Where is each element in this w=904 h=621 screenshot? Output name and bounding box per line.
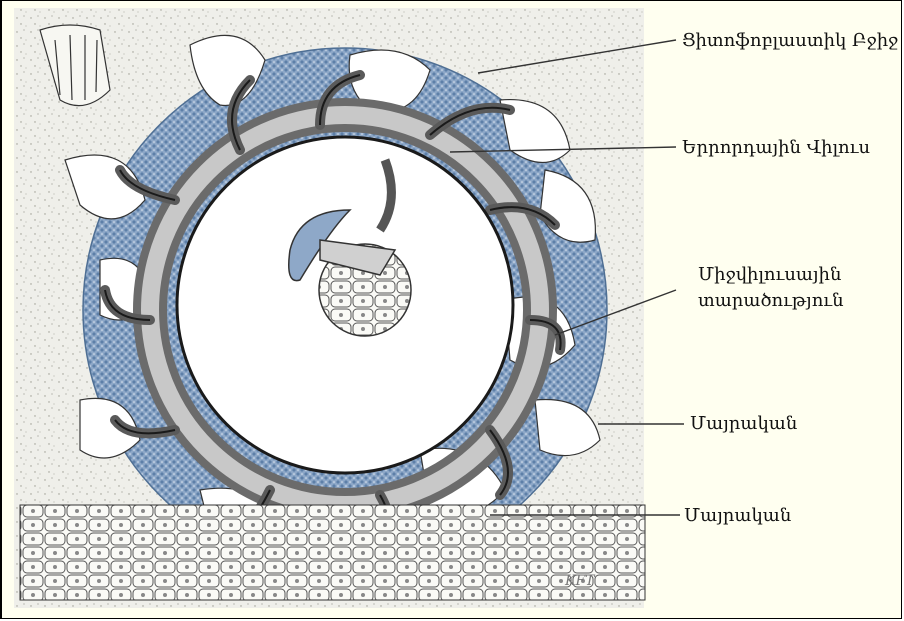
label-maternal-1: Մայրական — [690, 413, 797, 435]
endometrial-epithelium — [20, 505, 645, 600]
label-tertiary-villus: Երրորդային Վիլուս — [682, 137, 870, 159]
label-intervillous-1: Միջվիլուսային — [698, 264, 841, 286]
artist-signature: KFT — [564, 573, 596, 589]
label-intervillous-2: տարածություն — [698, 290, 844, 312]
label-maternal-2: Մայրական — [684, 505, 791, 527]
label-cytotrophoblast: Ցիտոֆոբլաստիկ Բջիջ — [682, 30, 898, 52]
